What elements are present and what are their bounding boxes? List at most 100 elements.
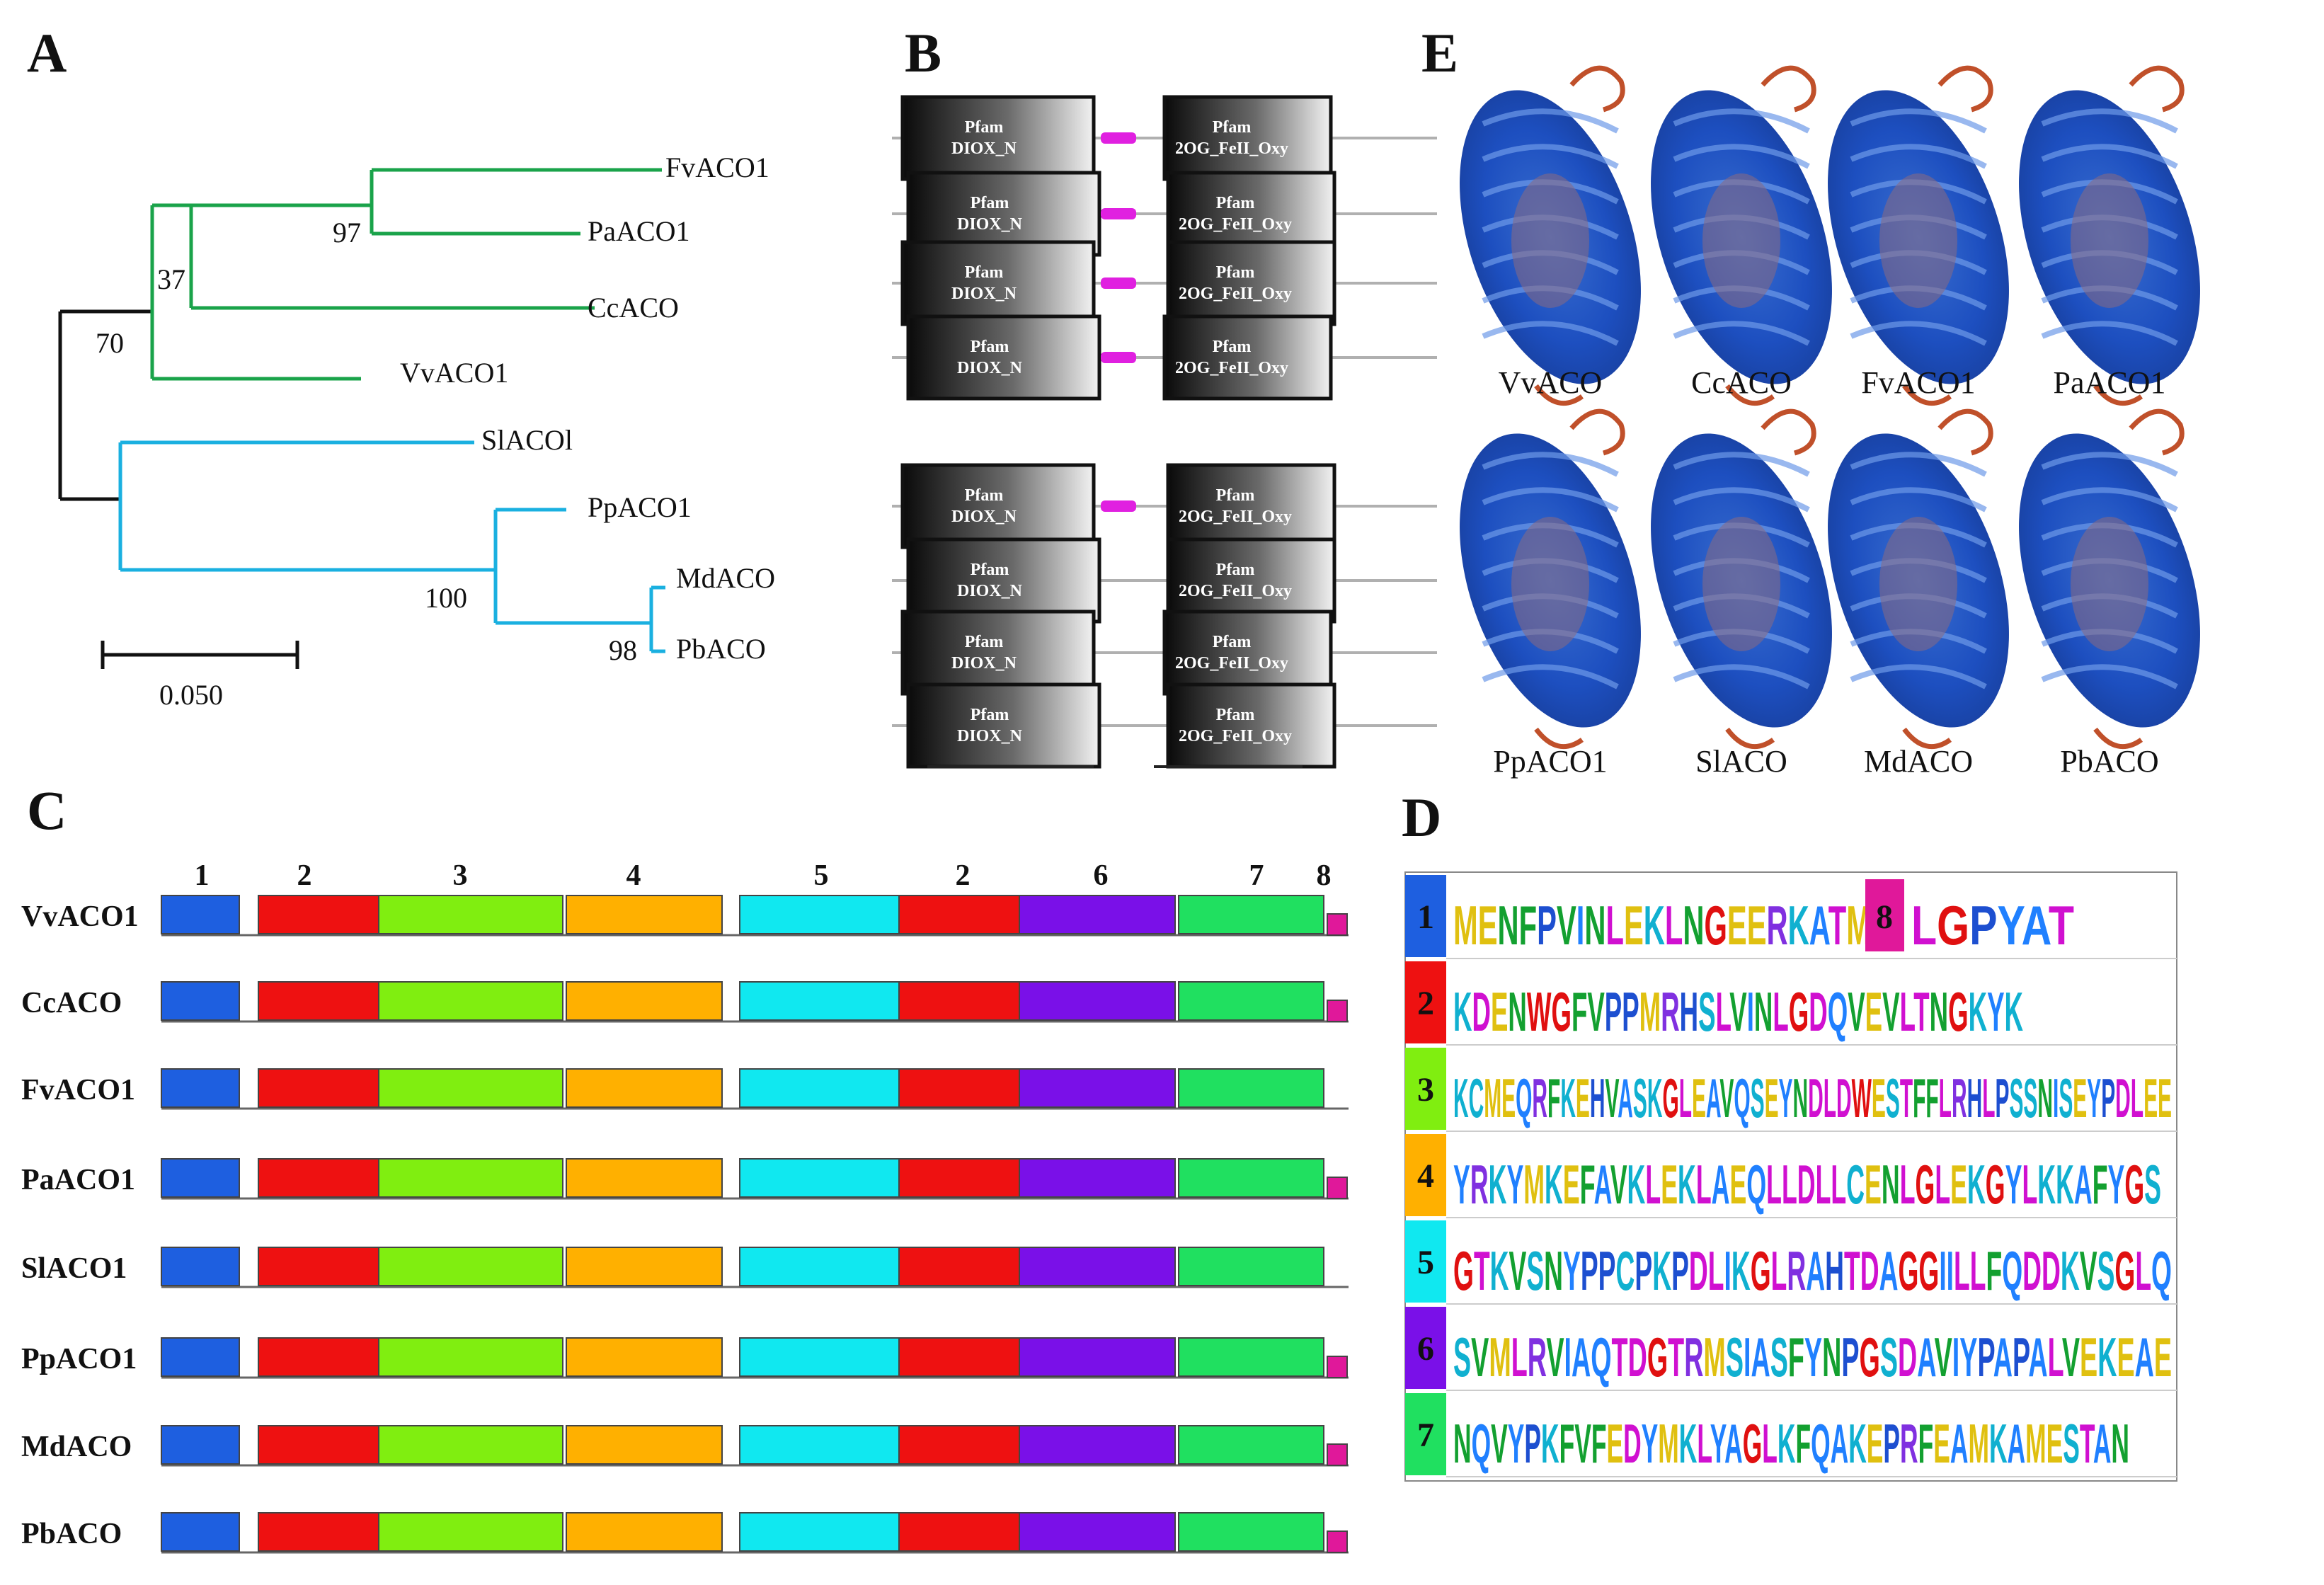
motif-number: 2 (297, 859, 312, 892)
helix-strand (1482, 179, 1619, 205)
helix-strand (1673, 285, 1810, 311)
helix-strand (2041, 108, 2178, 134)
logo-sequence: GTKVSNYPPCPKPDLIKGLRAHTDAGGIILLFQDDKVSGL… (1453, 1240, 2172, 1302)
logo-color-tab (1405, 1220, 1446, 1303)
motif-number: 1 (195, 859, 210, 892)
helix-strand (1482, 522, 1619, 548)
pfam-label: Pfam (971, 706, 1009, 724)
logo-number: 2 (1417, 985, 1434, 1022)
panel-label-a: A (27, 22, 67, 84)
motif-row: PbACO (21, 1512, 1349, 1554)
pfam-rows: PfamDIOX_NPfam2OG_FeII_OxyPfamDIOX_NPfam… (892, 95, 1437, 769)
helix-strand (1850, 179, 1987, 205)
motif-block (1019, 1337, 1176, 1377)
helix-strand (1482, 664, 1619, 689)
helix-strand (2041, 664, 2178, 689)
protein-label: MdACO (21, 1431, 132, 1463)
structure-body (1460, 433, 1641, 728)
pfam-label: Pfam (965, 486, 1004, 505)
panel-label-b: B (905, 22, 942, 84)
scale-bar (101, 641, 299, 669)
motif-block (378, 1158, 563, 1198)
dioxn-domain (900, 95, 1096, 181)
helix-strand (1850, 452, 1987, 477)
motif-block (898, 981, 1020, 1021)
logo-color-tab (1405, 1134, 1446, 1216)
helix-strand (2041, 522, 2178, 548)
logo-number: 4 (1417, 1157, 1434, 1195)
helix-strand (1850, 250, 1987, 275)
motif-block (258, 981, 379, 1021)
motif-block (739, 1512, 900, 1552)
pfam-label: 2OG_FeII_Oxy (1179, 215, 1292, 234)
motif-block (258, 1158, 379, 1198)
loop-top (1937, 408, 1993, 456)
dioxn-domain (906, 314, 1101, 401)
motif-block (566, 1512, 723, 1552)
motif-block-8 (1327, 1530, 1348, 1553)
protein-label: VvACO1 (21, 900, 139, 933)
pfam-label: Pfam (1213, 633, 1252, 651)
motif-block (1019, 895, 1176, 934)
pfam-label: DIOX_N (951, 508, 1017, 526)
loop-bottom (1902, 384, 1952, 406)
motif-block (258, 1512, 379, 1552)
motif-block (739, 1337, 900, 1377)
pfam-label: Pfam (965, 118, 1004, 137)
structure-label: FvACO1 (1861, 365, 1975, 400)
motif-block (739, 895, 900, 934)
structure-body (1828, 433, 2009, 728)
motif-block (258, 1068, 379, 1108)
motif-number: 7 (1249, 859, 1264, 892)
motif-block (1178, 1068, 1324, 1108)
helix-strand (1673, 108, 1810, 134)
dioxn-domain (900, 463, 1096, 549)
logo-sequence: LGPYAT (1911, 894, 2074, 956)
pfam-label: Pfam (1216, 263, 1255, 282)
helix-strand (1850, 214, 1987, 240)
loop-top (1569, 408, 1625, 456)
leaf-ccaco: CcACO (588, 292, 679, 324)
logo-number: 5 (1417, 1244, 1434, 1281)
structure-label: SlACO (1695, 744, 1787, 779)
pfam-label: Pfam (965, 263, 1004, 282)
motif-block (161, 1337, 240, 1377)
motif-block (566, 1425, 723, 1465)
twoog-domain (1162, 314, 1333, 401)
logo-sequence: MENFPVINLEKLNGEERKATM (1453, 894, 1871, 956)
scale-label: 0.050 (159, 679, 223, 711)
pfam-label: 2OG_FeII_Oxy (1179, 508, 1292, 526)
helix-strand (2041, 214, 2178, 240)
helix-strand (1482, 144, 1619, 169)
panel-label-d: D (1402, 786, 1442, 848)
helix-strand (1482, 285, 1619, 311)
helix-strand (2041, 593, 2178, 619)
structure-body (1651, 90, 1832, 384)
helix-strand (2041, 321, 2178, 346)
loop-bottom (2093, 727, 2143, 750)
structure-core (1879, 517, 1957, 651)
helix-strand (1850, 629, 1987, 654)
motif-number: 2 (956, 859, 971, 892)
leaf-paaco1: PaACO1 (588, 215, 689, 247)
logo-color-tab (1405, 875, 1446, 957)
logo-sequence: KDENWGFVPPMRHSLVINLGDQVEVLTNGKYK (1453, 980, 2023, 1043)
logo-number: 3 (1417, 1071, 1434, 1109)
logo-color-tab (1405, 1307, 1446, 1389)
helix-strand (1673, 522, 1810, 548)
motif-block (258, 1425, 379, 1465)
protein-label: PbACO (21, 1518, 122, 1550)
motif-block (378, 1425, 563, 1465)
pfam-label: Pfam (971, 338, 1009, 356)
motif-rows: VvACO1CcACOFvACO1PaACO1SlACO1PpACO1MdACO… (21, 895, 1349, 1554)
helix-strand (2041, 250, 2178, 275)
motif-block (739, 1068, 900, 1108)
structure-label: CcACO (1691, 365, 1792, 400)
